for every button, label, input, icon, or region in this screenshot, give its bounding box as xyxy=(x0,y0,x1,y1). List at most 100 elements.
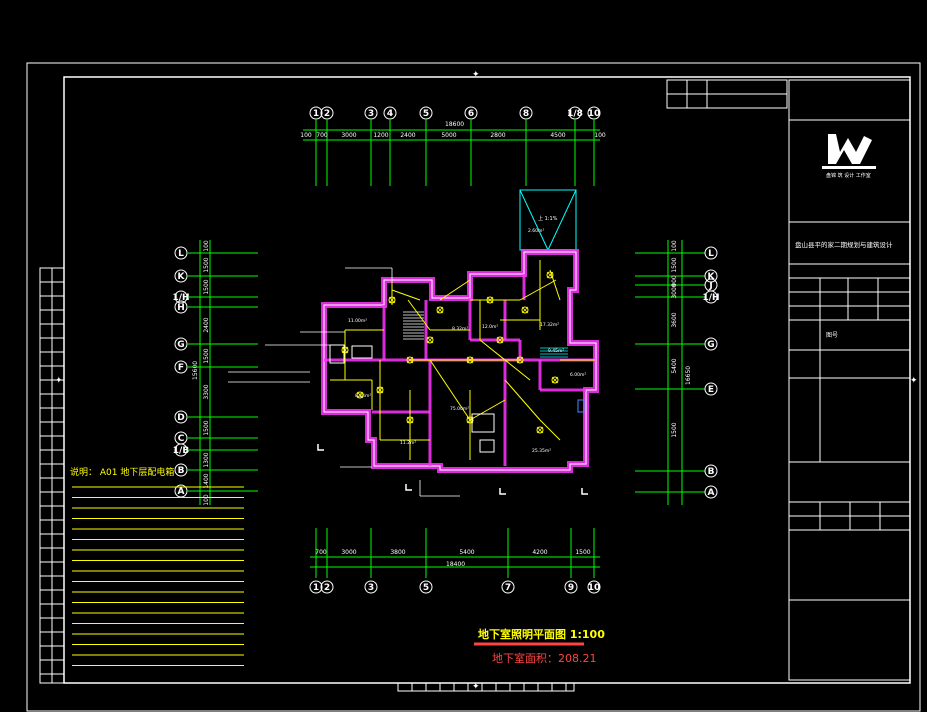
fixture-ring xyxy=(496,336,504,344)
drawing-number-label: 图号 xyxy=(826,332,838,339)
wiring-line xyxy=(519,279,557,301)
axis-circle xyxy=(309,580,323,594)
top-axis-bubble: 10 xyxy=(587,106,601,120)
axis-label: 10 xyxy=(588,583,601,593)
axis-circle xyxy=(174,360,188,374)
bottom-strip-cells xyxy=(411,683,567,691)
studio-logo-text: 盘锦 筑 设计 工作室 xyxy=(826,172,871,179)
axis-circle xyxy=(174,290,188,304)
fixture-cross xyxy=(521,306,529,314)
title-block xyxy=(788,79,911,681)
axis-label: 3 xyxy=(368,583,374,593)
axis-circle xyxy=(464,106,478,120)
corner-mark xyxy=(317,444,324,451)
light-fixture xyxy=(516,356,524,364)
fixture-cross xyxy=(436,306,444,314)
light-fixture xyxy=(466,356,474,364)
axis-label: 1 xyxy=(313,583,319,593)
axis-circle xyxy=(704,337,718,351)
bottom-center-marker: ✦ xyxy=(472,682,480,692)
light-fixture xyxy=(551,376,559,384)
room-area-label: 9.45m² xyxy=(548,348,564,354)
fixture-ring xyxy=(356,391,364,399)
fixture-cross xyxy=(546,271,554,279)
fixture-ring xyxy=(466,356,474,364)
axis-circle xyxy=(174,300,188,314)
note-lines xyxy=(72,486,244,666)
axis-circle xyxy=(364,106,378,120)
right-dim-label: 3000 xyxy=(671,283,678,298)
fixture-ring xyxy=(546,271,554,279)
axis-circle xyxy=(174,410,188,424)
axis-label: A xyxy=(708,488,715,498)
axis-circle xyxy=(320,580,334,594)
fixture-cross xyxy=(406,416,414,424)
studio-logo: 盘锦 筑 设计 工作室 xyxy=(822,134,876,179)
left-axis-bubble: H xyxy=(174,300,188,314)
axis-circle xyxy=(320,106,334,120)
axis-circle xyxy=(419,580,433,594)
axis-label: 1/8 xyxy=(567,109,583,119)
axis-label: 10 xyxy=(588,109,601,119)
note-text: 说明： A01 地下层配电箱 xyxy=(70,466,174,478)
equipment-box xyxy=(479,439,495,453)
room-area-label: 75.00m² xyxy=(450,406,469,412)
axis-label: B xyxy=(178,466,185,476)
corner-mark xyxy=(405,484,412,491)
equipment-box xyxy=(351,345,373,359)
axis-label: K xyxy=(178,272,186,282)
top-axis-bubble: 6 xyxy=(464,106,478,120)
top-dim-label: 100 xyxy=(300,132,312,139)
axis-circle xyxy=(704,464,718,478)
light-fixture xyxy=(436,306,444,314)
axis-circle xyxy=(383,106,397,120)
axis-label: 7 xyxy=(505,583,511,593)
fixture-cross xyxy=(466,356,474,364)
right-dim-label: 1500 xyxy=(671,422,678,437)
light-fixture xyxy=(376,386,384,394)
axis-label: 2 xyxy=(324,109,330,119)
axis-circle xyxy=(174,337,188,351)
left-center-marker: ✦ xyxy=(55,376,63,386)
right-axis-bubble: B xyxy=(704,464,718,478)
axis-circle xyxy=(704,269,718,283)
left-dim-label: 100 xyxy=(203,494,210,506)
room-area-label: 8.32m² xyxy=(452,326,468,332)
axis-circle xyxy=(174,246,188,260)
axis-label: 2 xyxy=(324,583,330,593)
top-center-marker: ✦ xyxy=(472,70,480,80)
left-axis-bubble: F xyxy=(174,360,188,374)
left-axis-bubble: D xyxy=(174,410,188,424)
top-axis-bubble: 1/8 xyxy=(567,106,583,120)
axis-label: D xyxy=(177,413,184,423)
left-axis-bubble: K xyxy=(174,269,188,283)
axis-label: G xyxy=(707,340,714,350)
top-dim-label: 1200 xyxy=(373,132,388,139)
axis-label: K xyxy=(708,272,716,282)
fixture-ring xyxy=(406,356,414,364)
light-fixture xyxy=(388,296,396,304)
light-fixture xyxy=(426,336,434,344)
stair-bay-diag xyxy=(547,189,577,251)
top-dim-label: 2800 xyxy=(490,132,505,139)
light-fixture xyxy=(536,426,544,434)
basement-area: 地下室面积：208.21 xyxy=(492,651,597,665)
left-dim-label: 1500 xyxy=(203,348,210,363)
axis-circle xyxy=(174,269,188,283)
left-axis-bubble: 1/B xyxy=(173,443,189,457)
axis-circle xyxy=(704,382,718,396)
axis-circle xyxy=(174,443,188,457)
axis-circle xyxy=(704,485,718,499)
top-axis-bubble: 3 xyxy=(364,106,378,120)
top-dim-label: 2400 xyxy=(400,132,415,139)
room-area-label: 17.32m² xyxy=(540,322,559,328)
left-dim-label: 1500 xyxy=(203,420,210,435)
top-dim-label: 3000 xyxy=(341,132,356,139)
left-dim-label: 1400 xyxy=(203,473,210,488)
light-fixture xyxy=(521,306,529,314)
left-axis-bubble: 1/H xyxy=(172,290,190,304)
axis-label: 9 xyxy=(568,583,574,593)
left-dim-label: 3300 xyxy=(203,384,210,399)
